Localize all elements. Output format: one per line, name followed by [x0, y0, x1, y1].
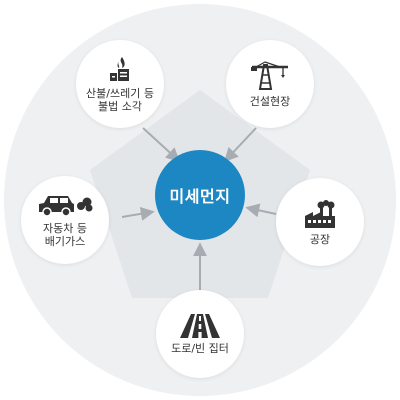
arrow-factory-to-center — [245, 203, 277, 218]
fire-icon — [110, 57, 129, 81]
arrow-crane-to-center — [224, 127, 257, 163]
source-node-burning: 산불/쓰레기 등 불법 소각 — [76, 40, 164, 128]
source-label: 자동차 등 배기가스 — [43, 222, 87, 248]
source-node-road: 도로/빈 집터 — [156, 290, 244, 378]
source-node-construction: 건설현장 — [226, 40, 314, 128]
factory-icon — [305, 199, 335, 228]
crane-icon — [251, 60, 288, 90]
road-icon — [180, 313, 220, 338]
center-node: 미세먼지 — [155, 150, 245, 240]
source-label: 산불/쓰레기 등 불법 소각 — [86, 87, 154, 113]
source-label: 도로/빈 집터 — [171, 341, 229, 355]
center-label: 미세먼지 — [169, 187, 231, 206]
source-label: 건설현장 — [249, 94, 291, 108]
source-label: 공장 — [309, 232, 331, 246]
arrow-car-to-center — [121, 206, 155, 221]
car-exhaust-icon — [39, 196, 93, 217]
source-node-vehicle: 자동차 등 배기가스 — [21, 176, 109, 264]
arrow-fire-to-center — [142, 127, 181, 162]
source-node-factory: 공장 — [276, 178, 364, 266]
